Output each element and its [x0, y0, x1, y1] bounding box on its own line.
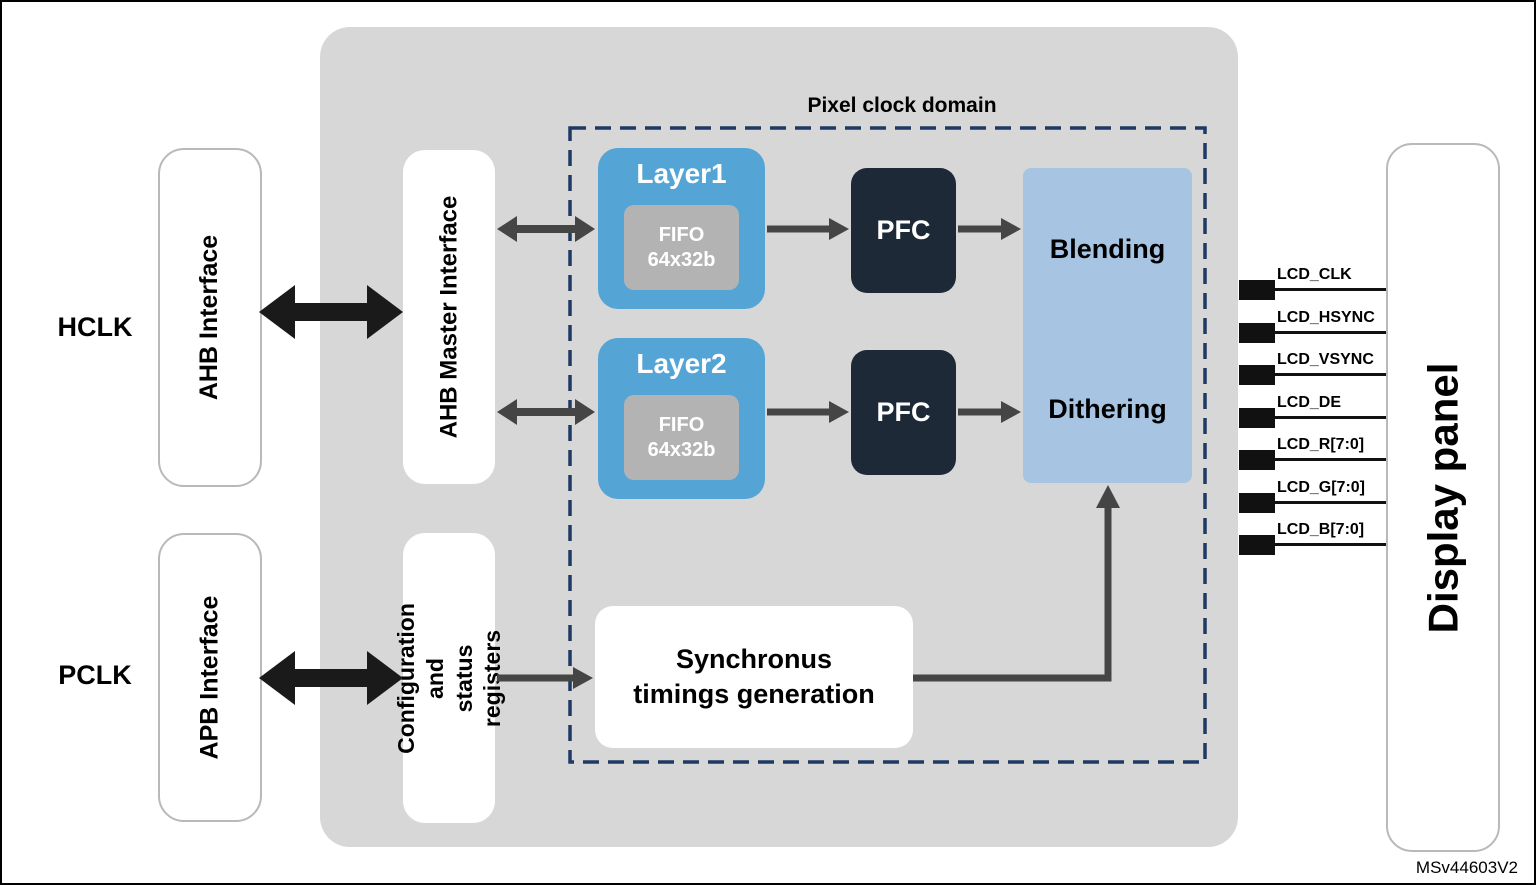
apb-interface-box: APB Interface	[158, 533, 262, 822]
signal-line	[1273, 288, 1386, 291]
ahb-interface-label: AHB Interface	[195, 234, 224, 401]
signal-row-lcd-clk: LCD_CLK	[1239, 266, 1386, 303]
signal-line	[1273, 543, 1386, 546]
hclk-label: HCLK	[57, 312, 133, 342]
signal-label: LCD_G[7:0]	[1277, 479, 1366, 496]
signal-connector	[1239, 280, 1275, 300]
figure-id: MSv44603V2	[1415, 858, 1518, 877]
signal-line	[1273, 501, 1386, 504]
config-status-registers-label: Configuration and status registers	[392, 602, 505, 754]
signal-connector	[1239, 408, 1275, 428]
signal-line	[1273, 373, 1386, 376]
layer2-fifo: FIFO 64x32b	[624, 395, 739, 480]
pclk-label: PCLK	[58, 660, 132, 690]
signal-line	[1273, 458, 1386, 461]
config-status-registers-box: Configuration and status registers	[393, 533, 505, 823]
signal-connector	[1239, 323, 1275, 343]
signal-line	[1273, 416, 1386, 419]
pfc2-block: PFC	[851, 350, 956, 475]
signal-label: LCD_R[7:0]	[1277, 436, 1365, 453]
signal-row-lcd-b: LCD_B[7:0]	[1239, 521, 1386, 558]
layer2-title: Layer2	[636, 348, 727, 379]
signal-connector	[1239, 535, 1275, 555]
blending-dithering-block: Blending Dithering	[1023, 168, 1192, 483]
ahb-master-interface-label: AHB Master Interface	[435, 195, 462, 439]
layer2-block: Layer2 FIFO 64x32b	[598, 338, 765, 499]
signal-label: LCD_DE	[1277, 394, 1342, 411]
signal-row-lcd-r: LCD_R[7:0]	[1239, 436, 1386, 473]
signal-label: LCD_CLK	[1277, 266, 1352, 283]
layer1-fifo: FIFO 64x32b	[624, 205, 739, 290]
signal-row-lcd-g: LCD_G[7:0]	[1239, 479, 1386, 516]
apb-interface-label: APB Interface	[195, 595, 224, 760]
layer1-title: Layer1	[636, 158, 727, 189]
blending-label: Blending	[1049, 234, 1166, 264]
signal-row-lcd-de: LCD_DE	[1239, 394, 1386, 431]
ahb-master-interface-box: AHB Master Interface	[403, 150, 495, 484]
dithering-label: Dithering	[1048, 394, 1167, 424]
signal-connector	[1239, 493, 1275, 513]
signal-row-lcd-hsync: LCD_HSYNC	[1239, 309, 1386, 346]
display-panel-label: Display panel	[1419, 362, 1467, 633]
signal-label: LCD_B[7:0]	[1277, 521, 1365, 538]
signal-connector	[1239, 365, 1275, 385]
signal-line	[1273, 331, 1386, 334]
ahb-interface-box: AHB Interface	[158, 148, 262, 487]
pfc1-block: PFC	[851, 168, 956, 293]
sync-timings-box: Synchronus timings generation	[595, 606, 913, 748]
signal-connector	[1239, 450, 1275, 470]
signal-row-lcd-vsync: LCD_VSYNC	[1239, 351, 1386, 388]
display-panel-box: Display panel	[1386, 143, 1500, 852]
signal-label: LCD_HSYNC	[1277, 309, 1375, 326]
pixel-clock-domain-label: Pixel clock domain	[807, 94, 997, 117]
layer1-block: Layer1 FIFO 64x32b	[598, 148, 765, 309]
signal-label: LCD_VSYNC	[1277, 351, 1374, 368]
